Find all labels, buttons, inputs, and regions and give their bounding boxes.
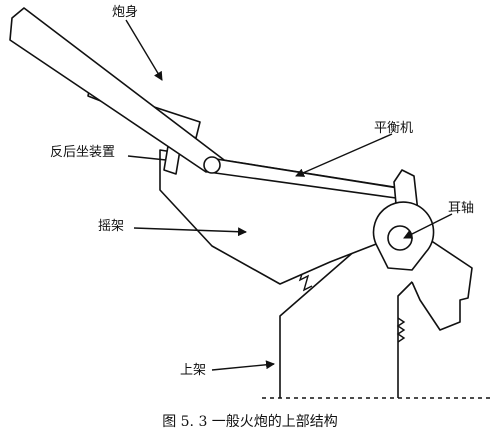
recoil-leader <box>127 155 167 161</box>
carriage-serration <box>396 317 406 343</box>
label-cradle: 摇架 <box>98 219 124 234</box>
balancer-leader <box>295 133 393 177</box>
label-trunnion: 耳轴 <box>448 201 474 216</box>
barrel-shape <box>9 7 233 173</box>
trunnion-shaft <box>387 225 413 251</box>
barrel-leader <box>125 19 163 81</box>
trunnion-bracket-shape <box>411 227 473 331</box>
label-carriage: 上架 <box>180 363 206 378</box>
trunnion-leader <box>403 213 453 239</box>
figure-caption: 图 5. 3 一般火炮的上部结构 <box>162 414 338 430</box>
label-barrel: 炮身 <box>112 4 138 20</box>
carriage-leader <box>211 360 275 371</box>
cradle-leader <box>133 227 247 237</box>
balancer-pivot <box>203 156 221 174</box>
label-balancer: 平衡机 <box>374 121 413 136</box>
label-recoil: 反后坐装置 <box>50 145 115 160</box>
